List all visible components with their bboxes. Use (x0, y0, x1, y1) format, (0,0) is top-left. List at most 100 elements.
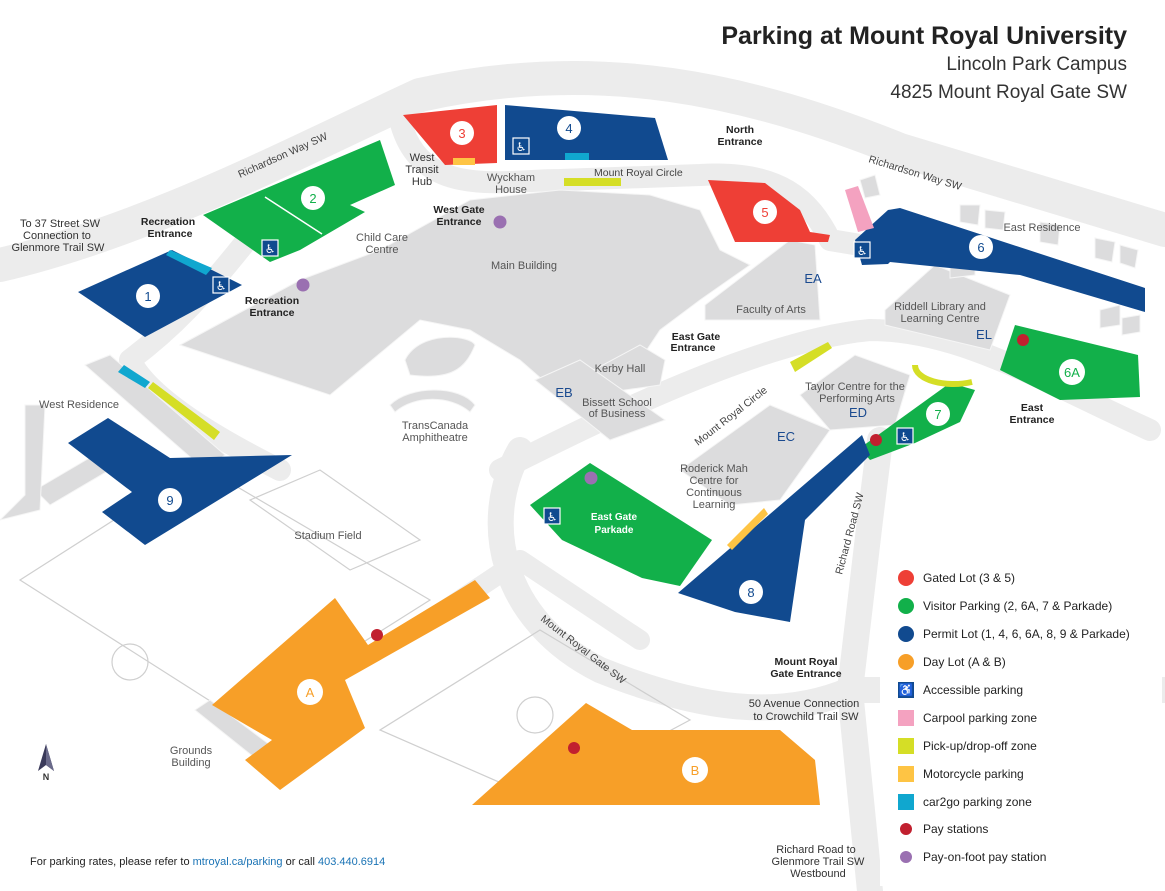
lot-b[interactable] (472, 703, 820, 805)
label-bissett-school-2: of Business (589, 408, 646, 420)
wheelchair-icon: ♿ (543, 507, 561, 525)
legend-label: Motorcycle parking (923, 767, 1024, 781)
pay-station-icon[interactable] (1017, 334, 1029, 346)
pickup-zone-south-circle (790, 342, 832, 372)
place-labels: To 37 Street SW Connection to Glenmore T… (12, 124, 1081, 880)
label-50-avenue-2: to Crowchild Trail SW (753, 711, 859, 723)
label-richard-road-to-glenmore: Richard Road to (776, 844, 856, 856)
label-grounds-building-2: Building (171, 757, 210, 769)
lot-6[interactable] (855, 208, 1145, 312)
pay-on-foot-icon[interactable] (493, 215, 507, 229)
pay-station-icon[interactable] (568, 742, 580, 754)
label-ed: ED (849, 405, 867, 420)
legend-item: Carpool parking zone (898, 710, 1037, 726)
label-transcanada-amphitheatre-2: Amphitheatre (402, 432, 467, 444)
lot-8-number: 8 (747, 585, 754, 600)
roderick-mah-building (679, 404, 831, 506)
phone-link[interactable]: 403.440.6914 (317, 856, 386, 868)
wheelchair-icon: ♿ (898, 682, 914, 698)
label-taylor-centre: Taylor Centre for the (805, 381, 905, 393)
riddell-library-building (884, 264, 1011, 351)
lot-3[interactable] (403, 105, 497, 165)
legend-label: Gated Lot (3 & 5) (923, 571, 1016, 585)
label-stadium-field: Stadium Field (294, 530, 361, 542)
svg-text:♿: ♿ (547, 510, 558, 524)
label-mount-royal-gate-entrance: Mount Royal (775, 656, 838, 668)
svg-text:♿: ♿ (900, 430, 911, 444)
label-transcanada-amphitheatre: TransCanada (402, 420, 469, 432)
lot-9[interactable] (68, 418, 292, 545)
lot-1-number: 1 (144, 289, 151, 304)
legend-item: Pick-up/drop-off zone (898, 738, 1037, 754)
label-west-transit-hub: West (410, 152, 435, 164)
pickup-zone-east (912, 364, 973, 387)
label-el: EL (976, 327, 992, 342)
lot-4[interactable] (505, 105, 668, 160)
lot-8[interactable] (678, 435, 870, 622)
parkade-label-2: Parkade (595, 525, 634, 536)
label-west-gate-entrance: West Gate (433, 204, 484, 216)
label-main-building: Main Building (491, 260, 557, 272)
pay-station-icon[interactable] (870, 434, 882, 446)
lot-2[interactable] (203, 140, 395, 262)
mount-royal-circle-north-road (389, 109, 871, 256)
legend-swatch-icon (898, 710, 914, 726)
footer-note: For parking rates, please refer to mtroy… (30, 856, 385, 868)
lot-2-divider (264, 196, 323, 235)
legend-circle-icon (898, 626, 914, 642)
map-header: Parking at Mount Royal University Lincol… (721, 22, 1127, 107)
legend-label: Pay stations (923, 822, 989, 836)
label-ec: EC (777, 429, 795, 444)
lot-9-number: 9 (166, 493, 173, 508)
road-label-mount-royal-circle-north: Mount Royal Circle (594, 167, 683, 179)
pay-on-foot-icon[interactable] (296, 278, 310, 292)
lot-7[interactable] (860, 383, 975, 460)
lot-2-number: 2 (309, 191, 316, 206)
legend-label: Pick-up/drop-off zone (923, 739, 1037, 753)
legend-swatch-icon (898, 738, 914, 754)
lot-a[interactable] (212, 580, 490, 790)
pay-on-foot-icon[interactable] (584, 471, 598, 485)
legend-label: car2go parking zone (923, 795, 1032, 809)
car2go-zone-lot-4 (565, 153, 589, 160)
east-gate-parkade[interactable] (530, 463, 712, 586)
label-west-transit-hub-2: Transit (405, 164, 438, 176)
legend-item: car2go parking zone (898, 794, 1032, 810)
label-east-gate-entrance: East Gate (672, 331, 721, 343)
parking-link[interactable]: mtroyal.ca/parking (192, 856, 283, 868)
legend-item: Pay-on-foot pay station (898, 850, 1046, 864)
lot-a-letter: A (306, 685, 315, 700)
legend-item: Permit Lot (1, 4, 6, 6A, 8, 9 & Parkade) (898, 626, 1130, 642)
label-eb: EB (555, 385, 572, 400)
label-recreation-entrance-south: Recreation (245, 295, 299, 307)
amphitheatre (404, 336, 476, 377)
label-richard-road-to-glenmore-3: Westbound (790, 868, 845, 880)
legend-circle-icon (898, 598, 914, 614)
north-label: N (43, 772, 50, 782)
carpool-zone (845, 186, 874, 232)
bissett-building (534, 359, 667, 441)
label-west-residence: West Residence (39, 399, 119, 411)
label-ea: EA (804, 271, 822, 286)
label-child-care-centre-2: Centre (365, 244, 398, 256)
label-west-transit-hub-3: Hub (412, 176, 432, 188)
label-child-care-centre: Child Care (356, 232, 408, 244)
label-to-37-street-2: Connection to (23, 230, 91, 242)
lot-7-number: 7 (934, 407, 941, 422)
motorcycle-zone-lot-8 (727, 508, 768, 550)
label-recreation-entrance: Recreation (141, 216, 195, 228)
richardson-way-road (0, 60, 1165, 282)
lot-6-number: 6 (977, 240, 984, 255)
wheelchair-icon: ♿ (853, 241, 871, 259)
pay-station-icon[interactable] (371, 629, 383, 641)
legend-circle-icon (898, 570, 914, 586)
legend-item: Day Lot (A & B) (898, 654, 1006, 670)
svg-text:♿: ♿ (265, 242, 276, 256)
legend-item: ♿Accessible parking (898, 682, 1023, 698)
west-residence-building (84, 354, 226, 471)
legend-label: Pay-on-foot pay station (923, 850, 1047, 864)
wheelchair-icon: ♿ (512, 137, 530, 155)
wheelchair-icon: ♿ (261, 239, 279, 257)
legend-item: Visitor Parking (2, 6A, 7 & Parkade) (898, 598, 1112, 614)
